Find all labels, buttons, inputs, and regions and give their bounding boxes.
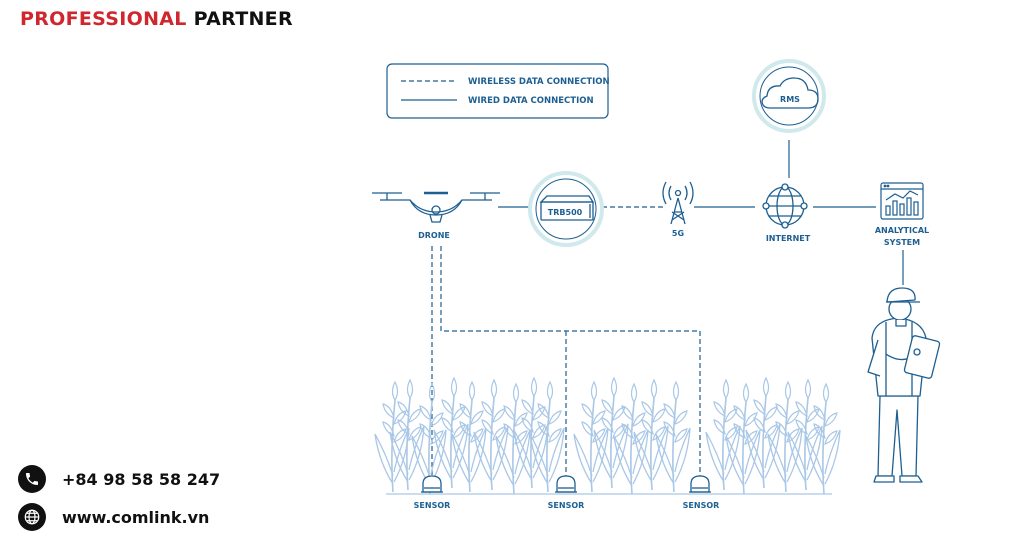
sensor-icon: [689, 475, 711, 493]
legend-wired-label: WIRED DATA CONNECTION: [468, 96, 594, 106]
phone-icon: [18, 465, 46, 493]
router-icon: [539, 195, 595, 221]
brand-word-partner: PARTNER: [193, 8, 293, 30]
analytical-label-line2: SYSTEM: [884, 238, 920, 247]
drone-label: DRONE: [418, 231, 450, 240]
sensor3-label: SENSOR: [683, 501, 720, 510]
phone-contact[interactable]: +84 98 58 58 247: [18, 465, 220, 493]
crop-field: [374, 377, 841, 495]
sensor1-label: SENSOR: [414, 501, 451, 510]
tower-icon: [662, 181, 694, 225]
brand-title: PROFESSIONAL PARTNER: [20, 8, 293, 30]
sensor2-label: SENSOR: [548, 501, 585, 510]
analytical-label-line1: ANALYTICAL: [875, 226, 929, 235]
router-node: TRB500: [528, 171, 604, 247]
cloud-icon: [761, 77, 819, 109]
website-link[interactable]: www.comlink.vn: [62, 507, 210, 527]
phone-number: +84 98 58 58 247: [62, 469, 221, 489]
brand-word-professional: PROFESSIONAL: [20, 8, 187, 30]
internet-label: INTERNET: [766, 234, 811, 243]
rms-node: RMS: [752, 59, 826, 133]
fiveg-label: 5G: [672, 229, 684, 238]
sensor-icon: [555, 475, 577, 493]
internet-globe-icon: [762, 183, 808, 229]
rms-label: RMS: [780, 95, 800, 104]
website-contact[interactable]: www.comlink.vn: [18, 503, 209, 531]
farmer-icon: [867, 287, 941, 483]
globe-icon: [18, 503, 46, 531]
sensor-icon: [421, 475, 443, 493]
drone-icon: [372, 191, 500, 223]
legend: WIRELESS DATA CONNECTION WIRED DATA CONN…: [386, 63, 610, 119]
legend-wireless-label: WIRELESS DATA CONNECTION: [468, 77, 610, 87]
analytics-monitor-icon: [880, 182, 924, 220]
router-label: TRB500: [548, 208, 583, 217]
connection-lines: [431, 140, 904, 476]
wireless-drone-sensor3: [440, 246, 701, 476]
